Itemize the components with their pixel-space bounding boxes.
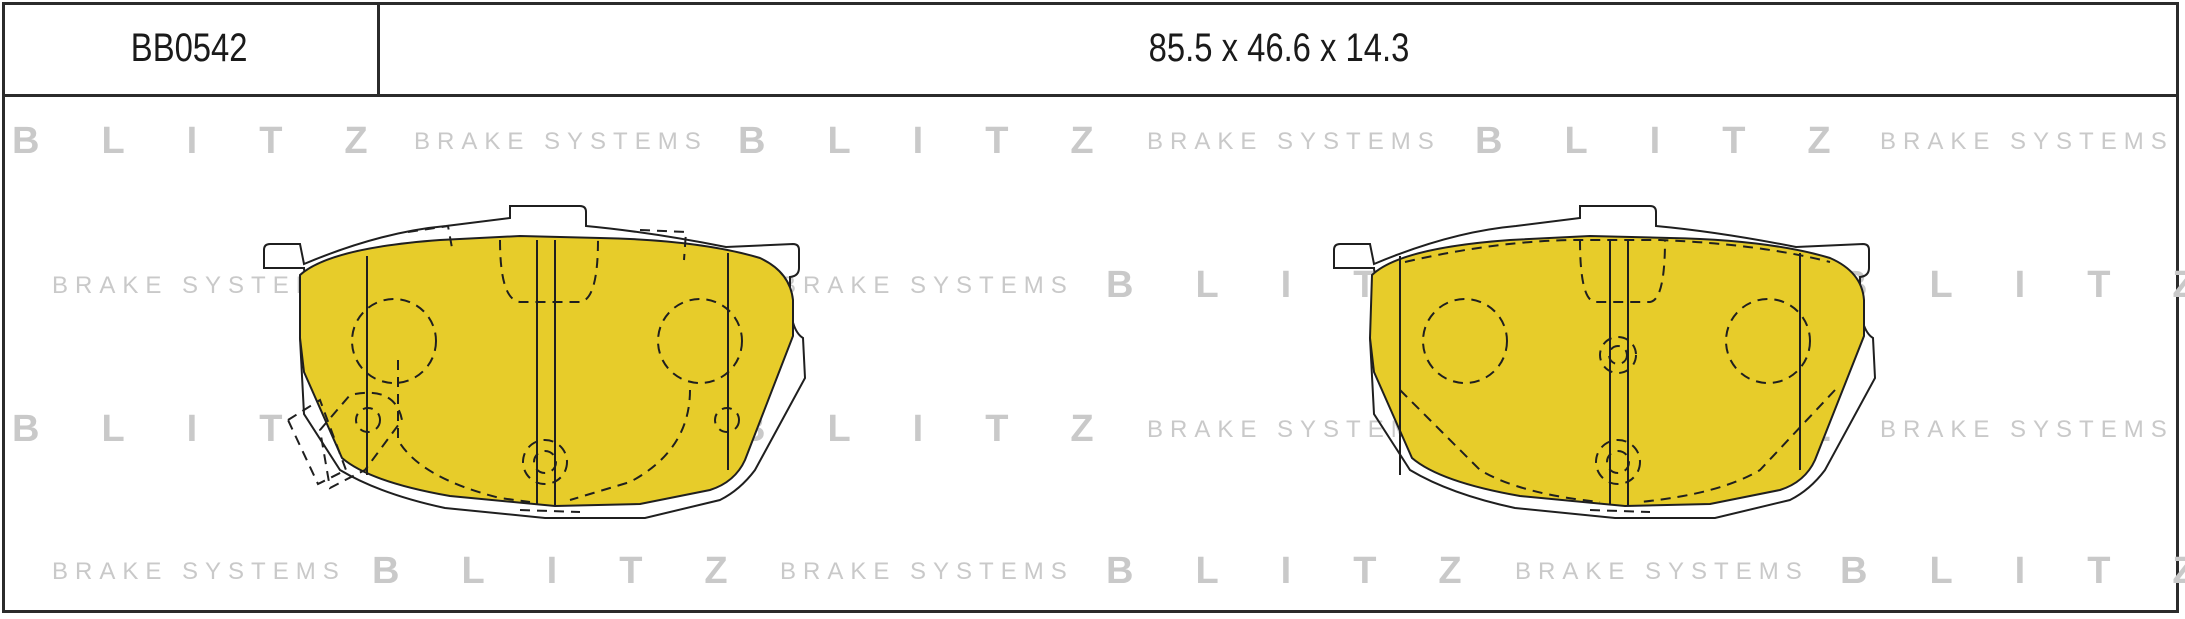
left-hidden-features	[286, 224, 743, 513]
dimensions: 85.5 x 46.6 x 14.3	[1149, 25, 1410, 70]
watermark-tagline: BRAKE SYSTEMS	[1880, 128, 2174, 155]
right-hidden-features	[1399, 239, 1836, 513]
watermark-brand: BLITZ	[12, 120, 430, 162]
watermark-tagline: BRAKE SYSTEMS	[414, 128, 708, 155]
left-friction-material	[299, 234, 794, 508]
left-backing-plate	[263, 205, 807, 519]
right-friction-material	[1368, 234, 1865, 508]
watermark-tagline: BRAKE SYSTEMS	[780, 272, 1074, 299]
right-brake-pad	[1333, 205, 1877, 519]
dimensions-cell: 85.5 x 46.6 x 14.3	[380, 2, 2179, 94]
part-number-cell: BB0542	[2, 2, 380, 94]
watermark-brand: BLITZ	[372, 550, 790, 592]
left-brake-pad	[263, 205, 807, 519]
header-table: BB0542 85.5 x 46.6 x 14.3	[2, 2, 2179, 97]
watermark-brand: BLITZ	[1840, 264, 2185, 306]
watermark-tagline: BRAKE SYSTEMS	[1880, 416, 2174, 443]
watermark-brand: BLITZ	[1106, 550, 1524, 592]
watermark-brand: BLITZ	[1475, 120, 1893, 162]
watermark-brand: BLITZ	[738, 120, 1156, 162]
watermark-tagline: BRAKE SYSTEMS	[52, 558, 346, 585]
watermark-tagline: BRAKE SYSTEMS	[52, 272, 346, 299]
right-backing-plate	[1333, 205, 1877, 519]
watermark-tagline: BRAKE SYSTEMS	[1147, 128, 1441, 155]
part-number: BB0542	[131, 25, 248, 70]
watermark-tagline: BRAKE SYSTEMS	[780, 558, 1074, 585]
watermark-tagline: BRAKE SYSTEMS	[1515, 558, 1809, 585]
watermark-brand: BLITZ	[1840, 550, 2185, 592]
watermark-brand: BLITZ	[738, 408, 1156, 450]
watermark-brand: BLITZ	[12, 408, 430, 450]
watermark-tagline: BRAKE SYSTEMS	[1147, 416, 1441, 443]
